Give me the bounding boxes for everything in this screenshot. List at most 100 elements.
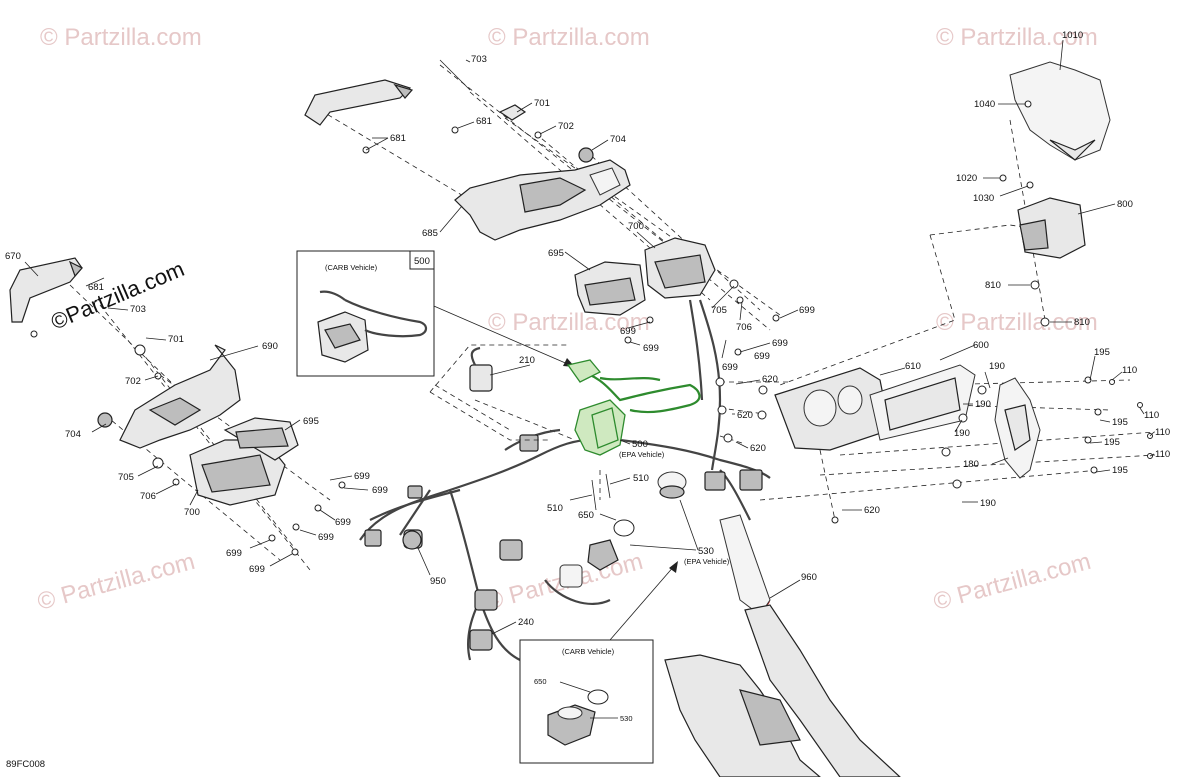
inset-title: (CARB Vehicle) <box>562 647 615 656</box>
watermarks: © Partzilla.com © Partzilla.com © Partzi… <box>35 24 1098 616</box>
instrument-cluster <box>715 364 976 451</box>
highlighted-part-500 <box>566 359 701 456</box>
callout-701: 701 <box>534 98 550 109</box>
callout-190: 190 <box>954 428 970 439</box>
callout-950: 950 <box>430 576 446 587</box>
callout-650: 650 <box>534 677 547 686</box>
callout-620: 620 <box>864 505 880 516</box>
callout-810: 810 <box>1074 317 1090 328</box>
callout-1010: 1010 <box>1062 30 1083 41</box>
callout-180: 180 <box>963 459 979 470</box>
callout-190: 190 <box>975 399 991 410</box>
ecu-bracket <box>999 61 1111 189</box>
callout-695: 695 <box>548 248 564 259</box>
callout-110: 110 <box>1155 449 1170 460</box>
callout-610: 610 <box>905 361 921 372</box>
callout-702: 702 <box>558 121 574 132</box>
callout-706: 706 <box>736 322 752 333</box>
watermark: © Partzilla.com <box>488 24 650 51</box>
callout-704: 704 <box>610 134 626 145</box>
watermark: © Partzilla.com <box>936 24 1098 51</box>
callout-699: 699 <box>372 485 388 496</box>
diagram-code: 89FC008 <box>6 759 45 770</box>
inset-carb-top: 500 (CARB Vehicle) <box>296 250 435 377</box>
callout-699: 699 <box>772 338 788 349</box>
callout-670: 670 <box>5 251 21 262</box>
callout-701: 701 <box>168 334 184 345</box>
callout-110: 110 <box>1155 427 1170 438</box>
callout-700: 700 <box>184 507 200 518</box>
callout-699: 699 <box>722 362 738 373</box>
callout-190: 190 <box>980 498 996 509</box>
handguard-top <box>304 59 471 154</box>
ecu-module <box>1017 197 1086 327</box>
headlight-left <box>152 417 346 556</box>
callout-699: 699 <box>643 343 659 354</box>
inset-arrows <box>419 299 678 641</box>
leader-lines <box>24 39 1155 635</box>
callout-704: 704 <box>65 429 81 440</box>
callout-690: 690 <box>262 341 278 352</box>
dashed-inset-210 <box>429 344 570 441</box>
callout-700: 700 <box>628 221 644 232</box>
inset-title: (CARB Vehicle) <box>325 263 378 272</box>
callout-699: 699 <box>620 326 636 337</box>
callout-110: 110 <box>1144 410 1159 421</box>
callout-705: 705 <box>711 305 727 316</box>
cluster-bracket-180 <box>941 376 1153 489</box>
watermark: © Partzilla.com <box>35 548 198 616</box>
wiring-harness <box>359 299 771 661</box>
ignition-parts <box>402 471 687 571</box>
callout-695: 695 <box>303 416 319 427</box>
callout-1030: 1030 <box>973 193 994 204</box>
callout-600: 600 <box>973 340 989 351</box>
callout-620: 620 <box>762 374 778 385</box>
callout-685: 685 <box>422 228 438 239</box>
callout-530: 530 <box>620 714 633 723</box>
sub-harness-210 <box>469 346 493 392</box>
callout-195: 195 <box>1112 417 1128 428</box>
callout-681: 681 <box>88 282 104 293</box>
callout-240: 240 <box>518 617 534 628</box>
callout-702: 702 <box>125 376 141 387</box>
callout-681: 681 <box>476 116 492 127</box>
callout-703: 703 <box>471 54 487 65</box>
inset-ref-label: 500 <box>414 256 430 267</box>
frame-and-grommet <box>664 514 901 777</box>
callout-510: 510 <box>633 473 649 484</box>
callout-699: 699 <box>799 305 815 316</box>
callout-500-note: (EPA Vehicle) <box>619 450 665 459</box>
watermark: © Partzilla.com <box>936 309 1098 336</box>
callout-1040: 1040 <box>974 99 995 110</box>
callout-195: 195 <box>1094 347 1110 358</box>
handguard-left <box>9 257 83 338</box>
callout-500: 500 <box>632 439 648 450</box>
callout-530-note: (EPA Vehicle) <box>684 557 730 566</box>
callout-960: 960 <box>801 572 817 583</box>
headlight-top <box>574 237 780 356</box>
callout-699: 699 <box>249 564 265 575</box>
callout-510: 510 <box>547 503 563 514</box>
callout-110: 110 <box>1122 365 1137 376</box>
callout-195: 195 <box>1112 465 1128 476</box>
callout-620: 620 <box>750 443 766 454</box>
callout-699: 699 <box>226 548 242 559</box>
callout-699: 699 <box>754 351 770 362</box>
watermark: © Partzilla.com <box>40 24 202 51</box>
callout-210: 210 <box>519 355 535 366</box>
callout-810: 810 <box>985 280 1001 291</box>
mounting-bracket-left <box>97 344 241 449</box>
callout-699: 699 <box>335 517 351 528</box>
inset-carb-bottom: (CARB Vehicle) 650 530 <box>519 639 654 764</box>
callout-699: 699 <box>354 471 370 482</box>
callout-530: 530 <box>698 546 714 557</box>
callout-706: 706 <box>140 491 156 502</box>
callout-705: 705 <box>118 472 134 483</box>
callout-703: 703 <box>130 304 146 315</box>
callout-650: 650 <box>578 510 594 521</box>
callout-699: 699 <box>318 532 334 543</box>
callout-681: 681 <box>390 133 406 144</box>
callout-labels: 670 681 703 701 702 690 704 695 705 706 … <box>5 30 1170 770</box>
